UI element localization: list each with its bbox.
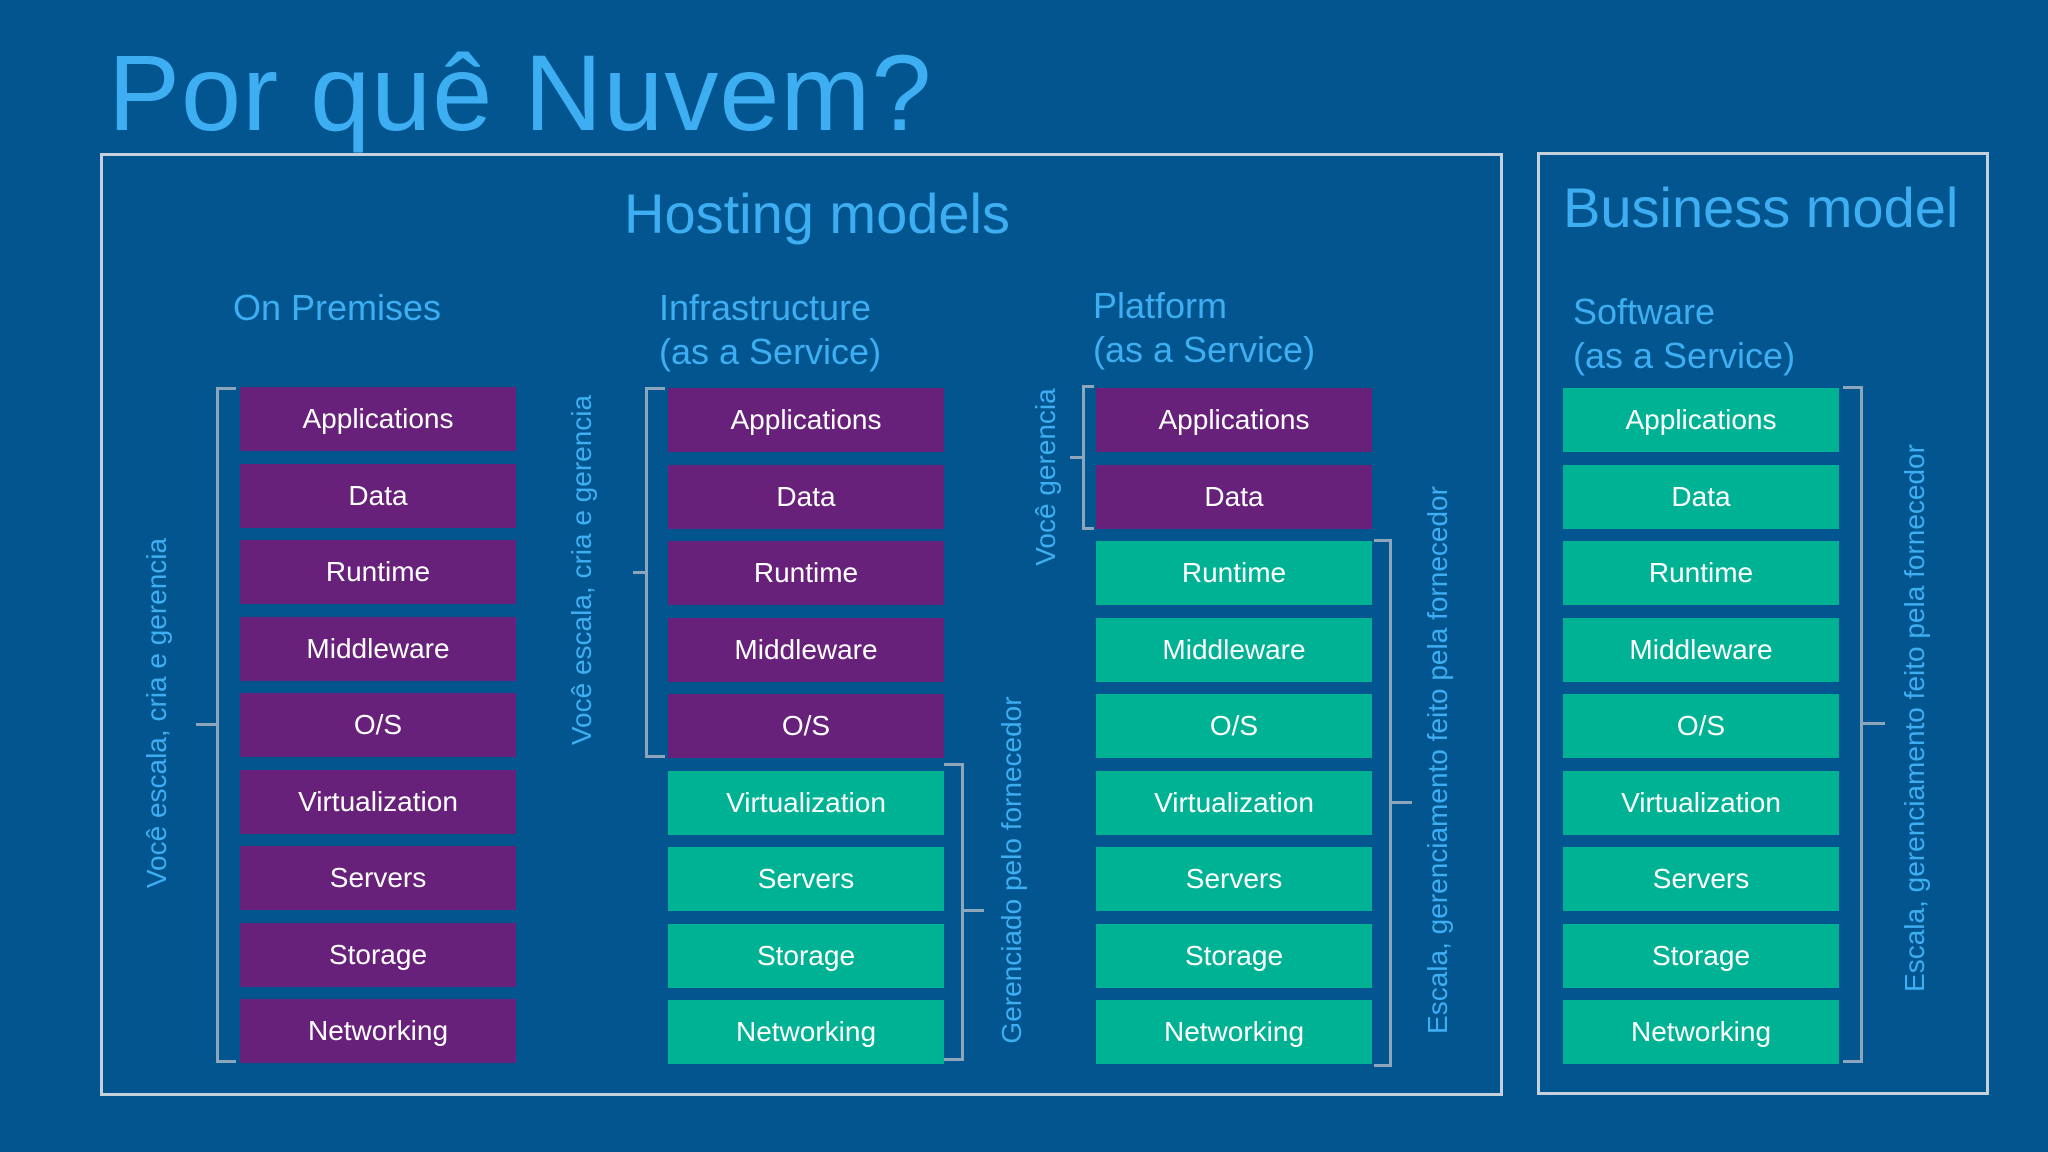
layer-runtime: Runtime — [668, 541, 944, 605]
hosting-models-panel — [100, 153, 1503, 1096]
layer-os: O/S — [668, 694, 944, 758]
layer-data: Data — [240, 464, 516, 528]
layer-storage: Storage — [240, 923, 516, 987]
layer-data: Data — [1096, 465, 1372, 529]
column-title-infrastructure: Infrastructure (as a Service) — [659, 286, 881, 374]
label-paas-you-manage: Você gerencia — [1030, 388, 1061, 566]
column-title-on-premises: On Premises — [233, 286, 441, 330]
label-iaas-vendor-managed: Gerenciado pelo fornecedor — [996, 696, 1027, 1044]
layer-networking: Networking — [668, 1000, 944, 1064]
column-title-text: Infrastructure — [659, 287, 872, 328]
bracket-vertical — [216, 387, 219, 1063]
page-title: Por quê Nuvem? — [108, 32, 933, 153]
bracket-tick — [1863, 722, 1885, 725]
layer-storage: Storage — [668, 924, 944, 988]
bracket-vertical — [1860, 386, 1863, 1063]
business-model-title: Business model — [1563, 176, 1959, 239]
column-title-text: Software — [1573, 291, 1716, 332]
bracket-bottom — [645, 755, 665, 758]
bracket-vertical — [645, 387, 648, 758]
column-subtitle-text: (as a Service) — [659, 331, 882, 372]
layer-middleware: Middleware — [240, 617, 516, 681]
label-paas-vendor-managed: Escala, gerenciamento feito pela fornece… — [1422, 486, 1453, 1034]
bracket-vertical — [961, 763, 964, 1061]
hosting-models-title: Hosting models — [624, 182, 1010, 245]
business-model-panel — [1537, 152, 1989, 1095]
bracket-bottom — [1082, 527, 1094, 530]
bracket-vertical — [1082, 385, 1085, 530]
bracket-tick — [1392, 801, 1412, 804]
bracket-tick — [633, 571, 645, 574]
layer-servers: Servers — [668, 847, 944, 911]
bracket-bottom — [1374, 1064, 1392, 1067]
layer-applications: Applications — [668, 388, 944, 452]
layer-middleware: Middleware — [1563, 618, 1839, 682]
layer-virtualization: Virtualization — [240, 770, 516, 834]
bracket-bottom — [216, 1060, 236, 1063]
column-title-text: On Premises — [233, 287, 442, 328]
layer-runtime: Runtime — [240, 540, 516, 604]
layer-virtualization: Virtualization — [668, 771, 944, 835]
layer-data: Data — [1563, 465, 1839, 529]
layer-applications: Applications — [240, 387, 516, 451]
layer-storage: Storage — [1563, 924, 1839, 988]
bracket-vertical — [1389, 539, 1392, 1067]
column-title-platform: Platform (as a Service) — [1093, 284, 1315, 372]
bracket-top — [1374, 539, 1392, 542]
layer-servers: Servers — [240, 846, 516, 910]
label-iaas-you-manage: Você escala, cria e gerencia — [566, 394, 597, 746]
layer-middleware: Middleware — [1096, 618, 1372, 682]
column-subtitle-text: (as a Service) — [1573, 335, 1796, 376]
layer-os: O/S — [1096, 694, 1372, 758]
column-subtitle-text: (as a Service) — [1093, 329, 1316, 370]
label-saas-vendor-managed: Escala, gerenciamento feito pela fornece… — [1899, 444, 1930, 992]
bracket-tick — [964, 909, 984, 912]
layer-networking: Networking — [1096, 1000, 1372, 1064]
bracket-bottom — [944, 1058, 964, 1061]
bracket-top — [944, 763, 964, 766]
layer-servers: Servers — [1563, 847, 1839, 911]
layer-runtime: Runtime — [1096, 541, 1372, 605]
layer-networking: Networking — [240, 999, 516, 1063]
layer-virtualization: Virtualization — [1563, 771, 1839, 835]
layer-os: O/S — [240, 693, 516, 757]
layer-virtualization: Virtualization — [1096, 771, 1372, 835]
bracket-tick — [1070, 456, 1082, 459]
column-title-software: Software (as a Service) — [1573, 290, 1795, 378]
layer-storage: Storage — [1096, 924, 1372, 988]
layer-runtime: Runtime — [1563, 541, 1839, 605]
bracket-top — [645, 387, 665, 390]
layer-data: Data — [668, 465, 944, 529]
label-onprem-you-manage: Você escala, cria e gerencia — [141, 537, 172, 889]
bracket-tick — [196, 723, 216, 726]
layer-networking: Networking — [1563, 1000, 1839, 1064]
layer-middleware: Middleware — [668, 618, 944, 682]
bracket-bottom — [1843, 1060, 1863, 1063]
layer-os: O/S — [1563, 694, 1839, 758]
bracket-top — [1843, 386, 1863, 389]
bracket-top — [216, 387, 236, 390]
column-title-text: Platform — [1093, 285, 1228, 326]
layer-applications: Applications — [1563, 388, 1839, 452]
bracket-top — [1082, 385, 1094, 388]
layer-applications: Applications — [1096, 388, 1372, 452]
layer-servers: Servers — [1096, 847, 1372, 911]
